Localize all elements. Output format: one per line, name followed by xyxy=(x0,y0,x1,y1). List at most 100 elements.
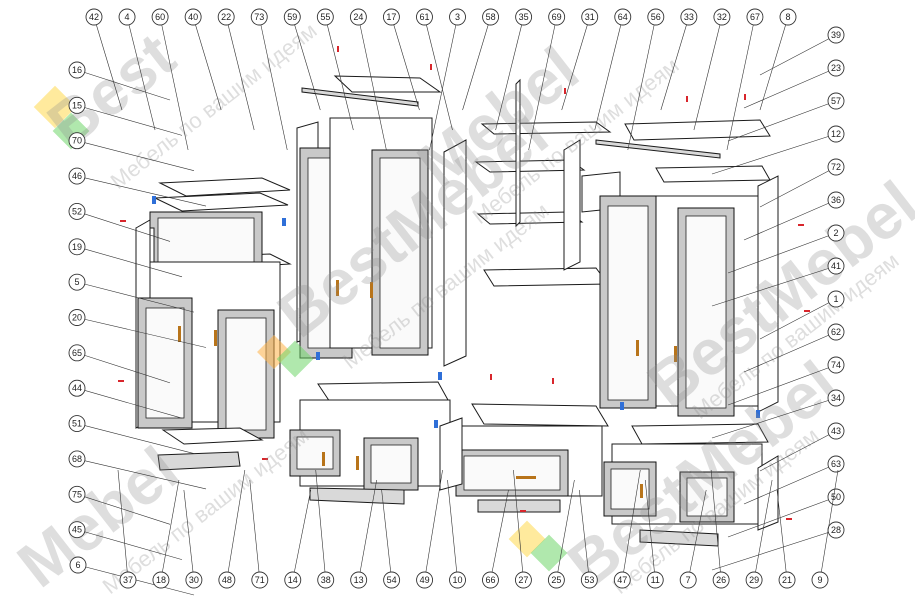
callout-number: 2 xyxy=(833,228,838,238)
callout-circle xyxy=(827,158,845,176)
leader-line xyxy=(727,496,837,538)
leader-line xyxy=(76,140,195,172)
callout-circle xyxy=(827,422,845,440)
leader-line xyxy=(726,16,756,151)
leader-line xyxy=(358,479,377,581)
callout-number: 52 xyxy=(72,206,82,216)
callout-circle xyxy=(68,167,86,185)
leader-line xyxy=(759,298,837,340)
callout-circle xyxy=(350,571,368,589)
leader-line xyxy=(159,16,189,151)
callout-number: 36 xyxy=(831,195,841,205)
leader-line xyxy=(711,397,837,439)
callout-32: 32 xyxy=(693,8,731,131)
callout-4: 4 xyxy=(118,8,156,131)
callout-number: 73 xyxy=(254,12,264,22)
leader-line xyxy=(743,67,837,109)
callout-19: 19 xyxy=(68,238,183,278)
leader-line xyxy=(447,479,458,581)
callout-number: 54 xyxy=(387,575,397,585)
callout-number: 10 xyxy=(453,575,463,585)
leader-line xyxy=(621,469,641,581)
callout-number: 13 xyxy=(354,575,364,585)
callout-number: 55 xyxy=(320,12,330,22)
callout-circle xyxy=(613,571,631,589)
callout-circle xyxy=(119,571,137,589)
callout-27: 27 xyxy=(513,469,532,589)
callout-number: 28 xyxy=(831,525,841,535)
callout-circle xyxy=(482,8,500,26)
leader-line xyxy=(627,16,657,151)
callout-number: 11 xyxy=(651,575,660,585)
leader-line xyxy=(753,479,773,581)
callout-circle xyxy=(284,571,302,589)
callout-number: 64 xyxy=(618,12,628,22)
callout-number: 34 xyxy=(831,393,841,403)
callout-number: 56 xyxy=(651,12,661,22)
leader-line xyxy=(819,469,839,581)
leader-line xyxy=(76,105,183,136)
leader-line xyxy=(226,469,246,581)
callout-number: 58 xyxy=(486,12,496,22)
callout-number: 6 xyxy=(75,560,80,570)
callout-number: 49 xyxy=(420,575,430,585)
callout-23: 23 xyxy=(743,59,845,109)
callout-53: 53 xyxy=(579,489,598,589)
callout-2: 2 xyxy=(727,224,845,274)
callout-number: 62 xyxy=(831,327,841,337)
callout-number: 16 xyxy=(72,65,82,75)
callout-35: 35 xyxy=(495,8,533,131)
callout-number: 75 xyxy=(72,489,82,499)
leader-line xyxy=(462,16,491,111)
callout-26: 26 xyxy=(710,469,730,589)
callout-52: 52 xyxy=(68,202,171,242)
callout-number: 41 xyxy=(831,261,841,271)
callout-circle xyxy=(778,571,796,589)
watermark-tile-green xyxy=(530,534,568,572)
callout-15: 15 xyxy=(68,96,183,136)
callout-number: 68 xyxy=(72,454,82,464)
leader-line xyxy=(76,352,171,384)
leader-line xyxy=(424,469,443,581)
leader-line xyxy=(759,166,837,208)
callout-circle xyxy=(68,415,86,433)
callout-57: 57 xyxy=(727,92,845,142)
callout-number: 9 xyxy=(817,575,822,585)
callout-58: 58 xyxy=(462,8,500,111)
callout-44: 44 xyxy=(68,379,183,419)
callout-circle xyxy=(85,8,103,26)
callout-49: 49 xyxy=(416,469,443,589)
callout-number: 59 xyxy=(287,12,297,22)
callout-number: 42 xyxy=(89,12,99,22)
callout-10: 10 xyxy=(447,479,466,589)
callout-45: 45 xyxy=(68,521,183,560)
callout-40: 40 xyxy=(184,8,222,111)
callout-number: 18 xyxy=(156,575,166,585)
leader-line xyxy=(117,469,129,581)
callout-circle xyxy=(382,8,400,26)
leader-line xyxy=(358,16,387,151)
callout-20: 20 xyxy=(68,309,207,348)
callout-circle xyxy=(580,571,598,589)
callout-circle xyxy=(827,191,845,209)
leader-line xyxy=(594,16,624,131)
callout-number: 37 xyxy=(123,575,133,585)
callout-number: 38 xyxy=(321,575,331,585)
callout-number: 20 xyxy=(72,313,82,323)
leader-line xyxy=(225,16,255,131)
leader-line xyxy=(76,423,195,454)
hardware-markers xyxy=(118,46,810,520)
callout-circle xyxy=(68,379,86,397)
callout-circle xyxy=(152,571,170,589)
callout-circle xyxy=(217,8,235,26)
leader-line xyxy=(759,16,789,111)
callout-circle xyxy=(515,8,533,26)
leader-line xyxy=(76,211,171,242)
low-cabinet-center-left xyxy=(289,381,451,505)
callout-number: 29 xyxy=(749,575,759,585)
callout-circle xyxy=(68,202,86,220)
leader-line xyxy=(710,469,722,581)
leader-line xyxy=(513,469,524,581)
